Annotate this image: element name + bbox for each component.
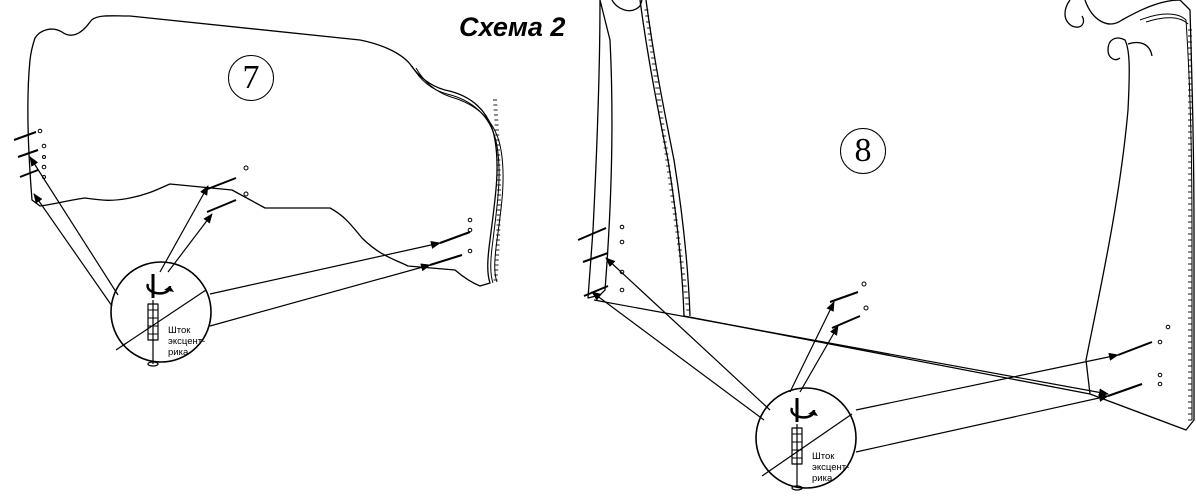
eccentric-callout-8 bbox=[755, 387, 857, 491]
panel-8-fittings bbox=[577, 224, 1171, 397]
caption-line: рика bbox=[168, 347, 189, 358]
eccentric-rod-caption-7: Шток эксцент- рика bbox=[168, 325, 205, 358]
diagram-title: Схема 2 bbox=[455, 12, 570, 43]
panel-7 bbox=[27, 15, 504, 287]
caption-line: эксцент- bbox=[812, 462, 850, 473]
panel-8 bbox=[587, 0, 1195, 431]
panel-8-right-upright bbox=[1084, 0, 1195, 431]
caption-line: Шток bbox=[812, 451, 835, 462]
caption-line: эксцент- bbox=[168, 336, 206, 347]
eccentric-callout-7 bbox=[110, 261, 212, 367]
eccentric-rod-caption-8: Шток эксцент- рика bbox=[812, 451, 849, 484]
panel-7-outline bbox=[27, 15, 498, 287]
leader-arrows bbox=[29, 156, 1119, 453]
caption-line: Шток bbox=[168, 325, 191, 336]
panel-8-left-upright bbox=[587, 0, 613, 299]
caption-line: рика bbox=[812, 473, 833, 484]
panel-7-fittings bbox=[13, 128, 473, 266]
panel-number-7: 7 bbox=[228, 55, 274, 101]
panel-number-8: 8 bbox=[840, 128, 886, 174]
